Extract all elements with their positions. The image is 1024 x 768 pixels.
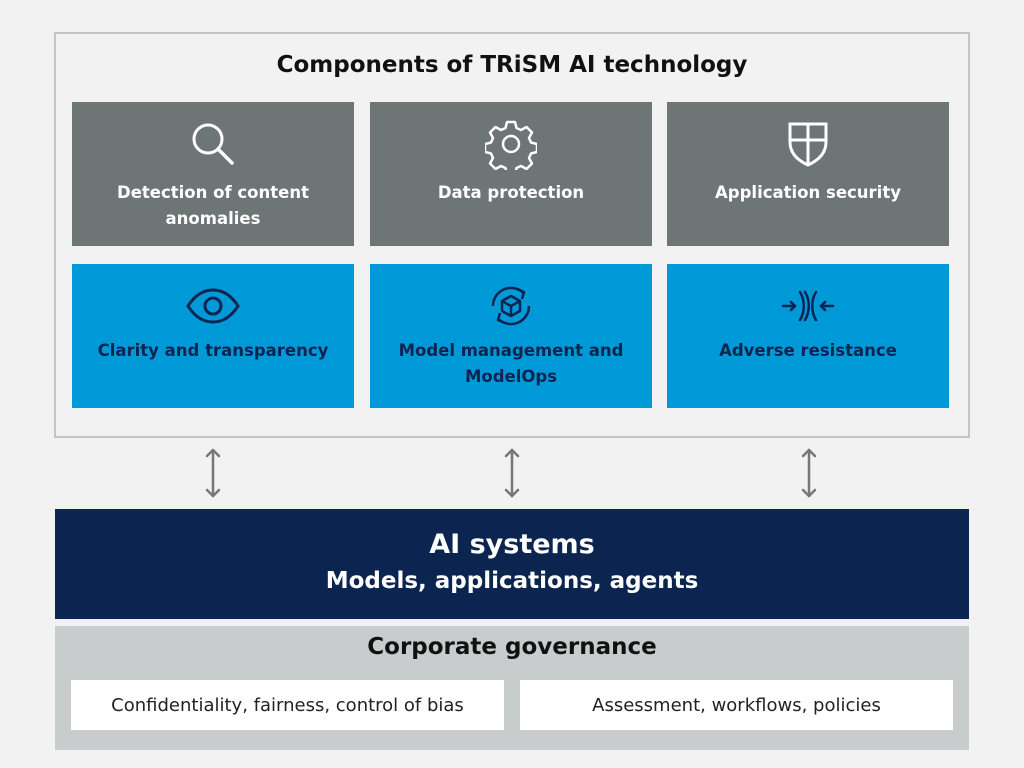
corporate-governance-block: Corporate governance Confidentiality, fa… (55, 626, 969, 750)
magnifier-icon (188, 118, 238, 170)
tile-model-management: Model management and ModelOps (370, 264, 652, 408)
tile-label: Detection of content anomalies (117, 183, 309, 228)
tile-application-security: Application security (667, 102, 949, 246)
tile-label: Application security (715, 183, 901, 202)
governance-item: Assessment, workflows, policies (520, 680, 953, 730)
governance-title: Corporate governance (367, 634, 657, 660)
shield-icon (786, 118, 830, 170)
ai-systems-title: AI systems (429, 529, 595, 560)
double-arrow-icon (205, 448, 221, 498)
tile-content-anomalies: Detection of content anomalies (72, 102, 354, 246)
ai-systems-block: AI systems Models, applications, agents (55, 509, 969, 619)
governance-item: Confidentiality, fairness, control of bi… (71, 680, 504, 730)
tile-label: Data protection (437, 183, 585, 202)
inward-arrows-icon (779, 280, 837, 332)
panel-title: Components of TRiSM AI technology (276, 52, 748, 78)
tile-clarity-transparency: Clarity and transparency (72, 264, 354, 408)
tile-data-protection: Data protection (370, 102, 652, 246)
ai-systems-subtitle: Models, applications, agents (325, 568, 699, 594)
gear-icon (485, 118, 537, 170)
trism-components-panel: Components of TRiSM AI technology Detect… (54, 32, 970, 438)
eye-icon (185, 280, 241, 332)
double-arrow-icon (504, 448, 520, 498)
tile-label: Adverse resistance (719, 341, 897, 360)
cube-cycle-icon (484, 280, 538, 332)
tile-label: Model management and ModelOps (398, 341, 624, 386)
tile-label: Clarity and transparency (97, 341, 329, 360)
tile-adverse-resistance: Adverse resistance (667, 264, 949, 408)
double-arrow-icon (801, 448, 817, 498)
